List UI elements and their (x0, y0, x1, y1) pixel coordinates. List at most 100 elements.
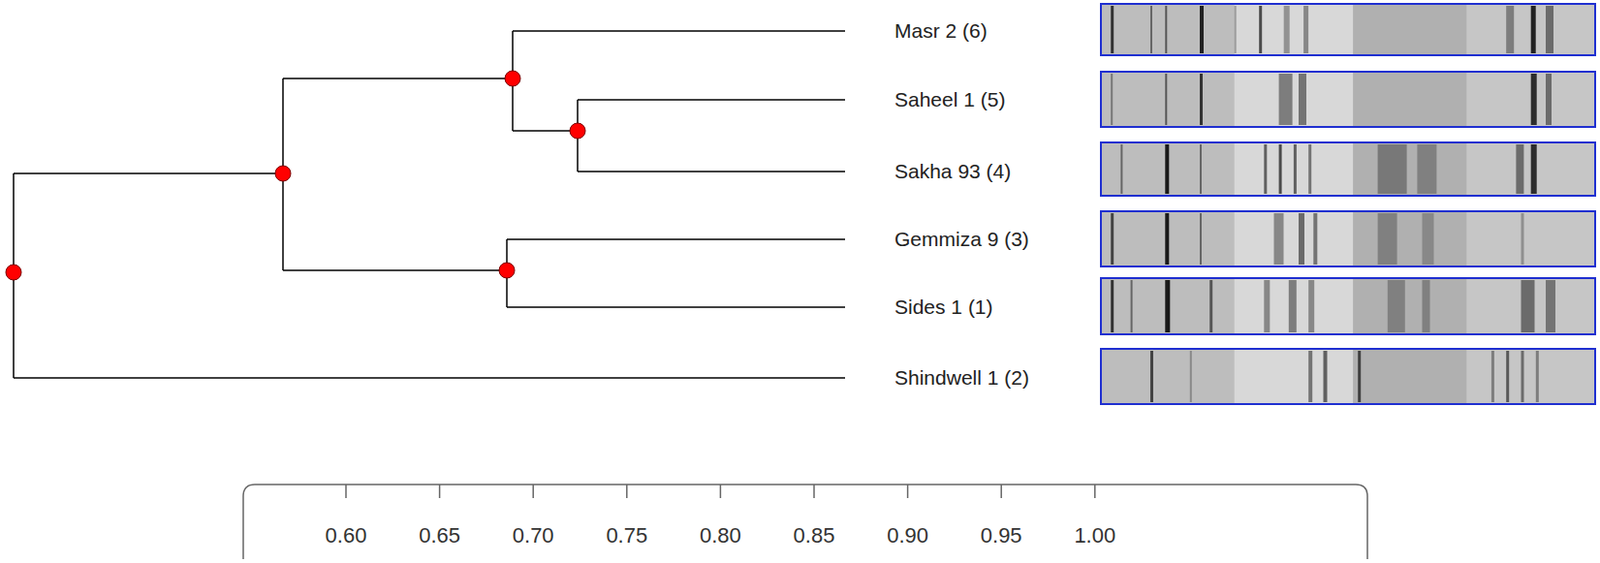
gel-band (1164, 5, 1167, 54)
gel-band (1293, 144, 1297, 194)
gel-band (1279, 73, 1293, 126)
axis-tick (907, 484, 910, 499)
gel-frame (1100, 278, 1596, 335)
gel-lane (1466, 3, 1596, 56)
gel-frame (1100, 71, 1596, 127)
gel-band (1298, 213, 1305, 265)
gel-band (1164, 280, 1170, 333)
gel-lane (1466, 71, 1596, 127)
axis-tick (1094, 484, 1097, 499)
gel-band (1521, 280, 1536, 333)
gel-band (1110, 73, 1113, 126)
gel-lane (1466, 211, 1596, 267)
axis-tick-label: 0.85 (793, 523, 836, 549)
gel-band (1110, 213, 1114, 265)
gel-lane (1234, 348, 1354, 405)
gel-band (1209, 280, 1213, 333)
gel-band (1164, 73, 1167, 126)
axis-tick-label: 0.60 (325, 523, 368, 549)
gel-band (1279, 144, 1283, 194)
gel-lane (1234, 211, 1354, 267)
gel-lane (1100, 211, 1235, 267)
cultivar-label: Masr 2 (6) (894, 19, 988, 43)
gel-band (1531, 5, 1537, 54)
gel-band (1378, 213, 1398, 265)
gel-band (1199, 144, 1202, 194)
gel-band (1545, 280, 1556, 333)
axis-tick (720, 484, 722, 499)
gel-band (1199, 73, 1203, 126)
gel-band (1150, 350, 1154, 403)
gel-frame (1100, 348, 1596, 405)
gel-band (1298, 73, 1307, 126)
gel-band (1308, 350, 1313, 403)
gel-band (1323, 350, 1328, 403)
cultivar-label: Sakha 93 (4) (894, 159, 1011, 184)
gel-lane (1352, 71, 1468, 127)
gel-lane (1234, 278, 1354, 335)
axis-tick-label: 0.90 (886, 523, 929, 549)
axis-tick (626, 484, 628, 499)
gel-band (1536, 350, 1539, 403)
gel-band (1234, 5, 1237, 54)
axis-tick (1000, 484, 1003, 499)
gel-frame (1100, 3, 1596, 56)
gel-lane (1466, 278, 1596, 335)
gel-band (1120, 144, 1123, 194)
gel-lane (1234, 3, 1354, 56)
axis-tick-label: 0.80 (699, 523, 742, 549)
gel-band (1110, 280, 1114, 333)
gel-band (1313, 213, 1318, 265)
gel-band (1303, 5, 1309, 54)
gel-band (1308, 280, 1315, 333)
axis-tick (345, 484, 347, 499)
gel-lane (1100, 348, 1235, 405)
axis-tick (532, 484, 534, 499)
gel-band (1258, 5, 1262, 54)
gel-band (1199, 213, 1202, 265)
axis-ticks (345, 484, 1096, 499)
gel-band (1199, 5, 1204, 54)
gel-band (1505, 350, 1509, 403)
axis-bracket (243, 484, 1368, 560)
gel-band (1545, 5, 1554, 54)
gel-lane (1100, 71, 1235, 127)
cultivar-label: Saheel 1 (5) (894, 88, 1005, 112)
gel-lane (1100, 3, 1235, 56)
gel-band (1308, 144, 1312, 194)
gel-band (1491, 350, 1495, 403)
gel-lane (1352, 142, 1468, 196)
axis-tick-label: 0.65 (418, 523, 461, 549)
gel-lane (1234, 142, 1354, 196)
gel-band (1422, 213, 1435, 265)
axis-tick-label: 0.75 (605, 523, 648, 549)
gel-band (1357, 350, 1361, 403)
gel-band (1288, 280, 1297, 333)
gel-lane (1466, 348, 1596, 405)
gel-band (1263, 280, 1270, 333)
gel-band (1164, 144, 1169, 194)
gel-band (1263, 144, 1267, 194)
axis-tick-label: 0.95 (980, 523, 1023, 549)
node-dots (5, 70, 586, 281)
gel-band (1521, 350, 1525, 403)
gel-lane (1352, 3, 1468, 56)
gel-frame (1100, 211, 1596, 267)
gel-band (1531, 73, 1538, 126)
axis-tick-label: 1.00 (1073, 523, 1116, 549)
axis-tick (813, 484, 816, 499)
gel-band (1190, 350, 1193, 403)
gel-band (1274, 213, 1285, 265)
gel-band (1515, 144, 1524, 194)
gel-band (1378, 144, 1408, 194)
gel-strips (1100, 3, 1597, 405)
tree-branches (13, 31, 846, 378)
gel-lane (1100, 142, 1235, 196)
cultivar-label: Gemmiza 9 (3) (894, 227, 1030, 251)
gel-lane (1466, 142, 1596, 196)
cultivar-label: Shindwell 1 (2) (894, 366, 1030, 390)
gel-band (1130, 280, 1133, 333)
gel-lane (1352, 211, 1468, 267)
gel-lane (1352, 348, 1468, 405)
